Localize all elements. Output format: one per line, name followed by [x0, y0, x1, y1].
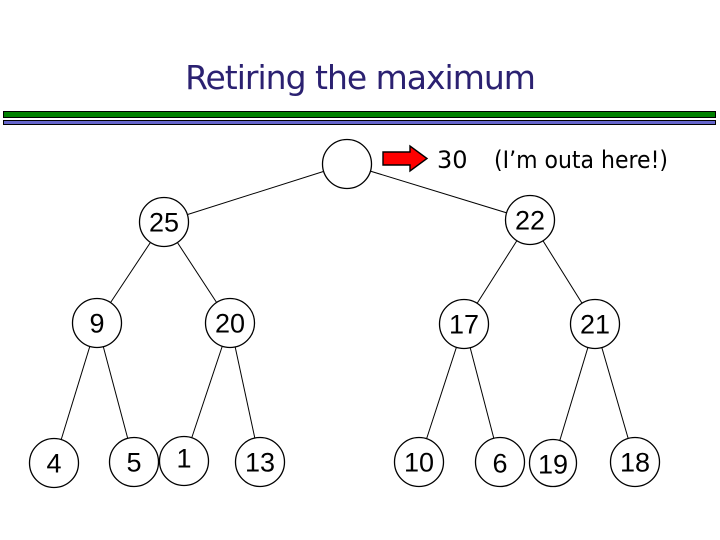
tree-edge	[163, 163, 348, 223]
tree-node: 18	[609, 436, 661, 488]
tree-node: 19	[528, 438, 578, 488]
node-circle	[71, 297, 123, 349]
node-label: 20	[215, 308, 245, 338]
tree-node: 20	[204, 297, 256, 349]
tree-node: 4	[28, 437, 80, 489]
node-circle	[158, 435, 210, 487]
node-label: 18	[620, 447, 650, 477]
tree-node-root	[321, 138, 373, 190]
node-label: 4	[46, 448, 61, 478]
node-circle	[234, 436, 286, 488]
tree-node: 10	[393, 436, 445, 488]
node-circle	[569, 298, 621, 350]
node-circle	[609, 436, 661, 488]
node-circle	[393, 436, 445, 488]
tree-node: 13	[234, 436, 286, 488]
tree-node: 5	[108, 436, 160, 488]
tree-node: 21	[569, 298, 621, 350]
node-circle	[204, 297, 256, 349]
node-label: 21	[580, 309, 610, 339]
node-label: 17	[449, 309, 479, 339]
node-circle	[28, 437, 80, 489]
node-circle	[528, 438, 578, 488]
node-label: 19	[538, 449, 568, 479]
node-label: 1	[176, 443, 191, 473]
node-label: 5	[126, 447, 141, 477]
node-label: 6	[492, 448, 507, 478]
slide-title: Retiring the maximum	[185, 58, 536, 97]
node-circle	[474, 436, 526, 488]
removed-value-text: 30	[437, 146, 468, 174]
node-circle	[108, 436, 160, 488]
node-label: 10	[404, 447, 434, 477]
node-circle	[504, 194, 556, 246]
tree-edge	[346, 163, 531, 221]
node-circle	[138, 196, 190, 248]
node-label: 22	[515, 205, 545, 235]
tree-node: 22	[504, 194, 556, 246]
node-label: 13	[245, 447, 275, 477]
caption-text: (I’m outa here!)	[494, 146, 668, 174]
node-circle	[321, 138, 373, 190]
tree-node: 9	[71, 297, 123, 349]
tree-node: 25	[138, 196, 190, 248]
node-label: 25	[149, 207, 179, 237]
node-circle	[438, 298, 490, 350]
tree-node: 1	[158, 435, 210, 487]
node-label: 9	[89, 308, 104, 338]
tree-node: 17	[438, 298, 490, 350]
red-arrow-icon	[382, 144, 429, 173]
divider-bar-green	[3, 111, 716, 118]
tree-nodes: 25 22 9 20 17 21	[28, 138, 661, 489]
tree-node: 6	[474, 436, 526, 488]
divider-bar-blue	[3, 120, 716, 125]
